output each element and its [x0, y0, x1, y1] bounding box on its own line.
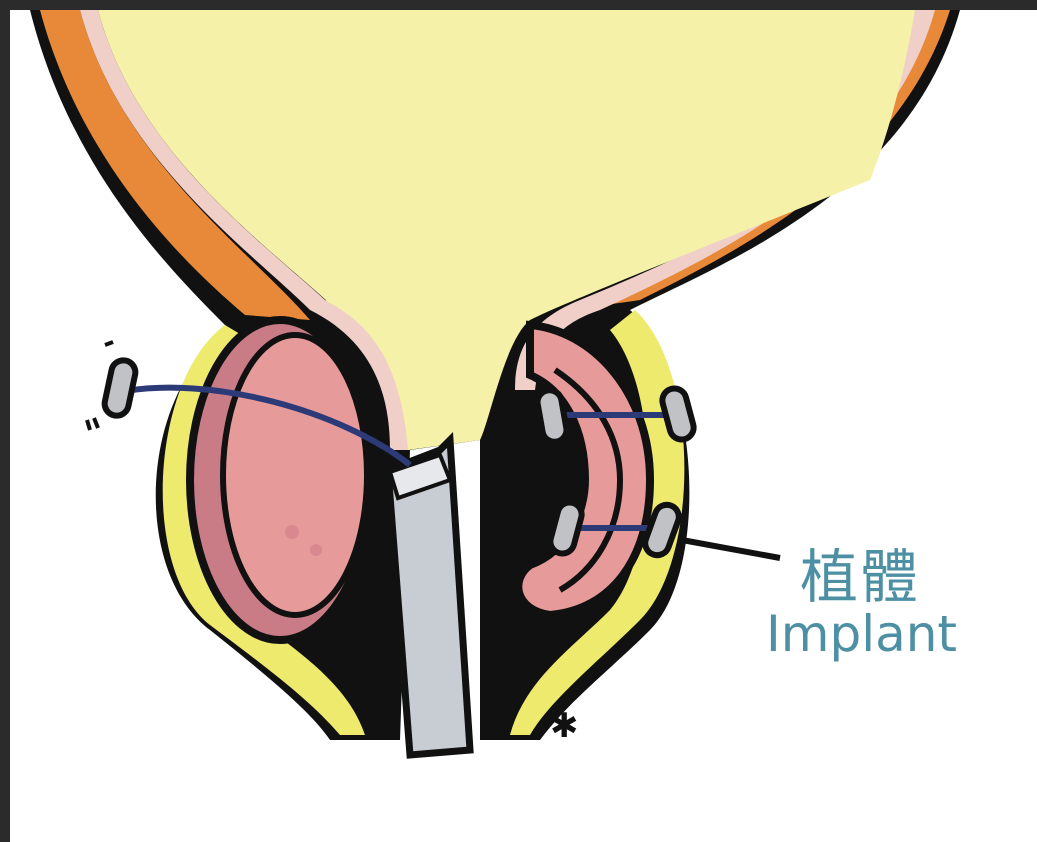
implant-label-english: Implant	[766, 605, 957, 663]
anatomy-illustration	[10, 10, 1037, 842]
left-prostate-lobe-inner	[223, 335, 367, 615]
left-anchor	[102, 358, 137, 418]
right-anchor-1	[536, 388, 569, 443]
diagram-canvas: 植體 Implant ✱	[10, 10, 1037, 842]
implant-leader-line	[682, 540, 780, 558]
asterisk-mark: ✱	[550, 706, 579, 746]
implant-label-chinese: 植體	[800, 530, 920, 614]
